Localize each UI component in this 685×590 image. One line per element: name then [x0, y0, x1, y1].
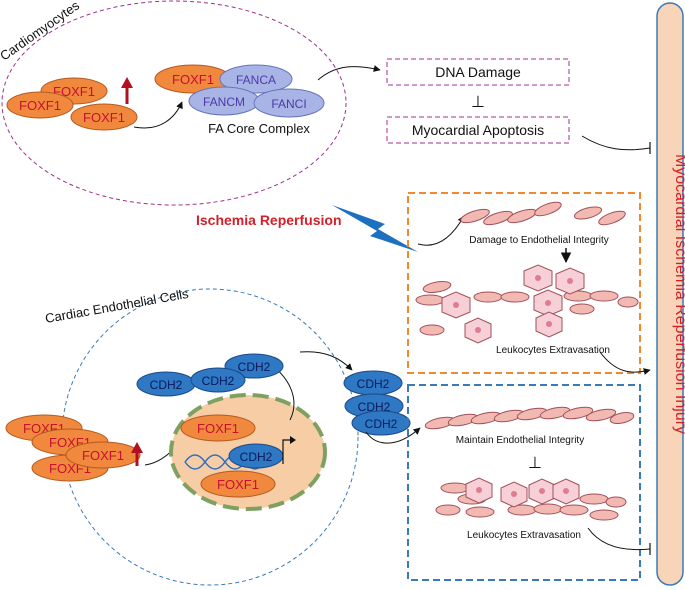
fa-foxf1-label: FOXF1 [172, 72, 214, 87]
top-outcomes: DNA Damage ⊥ Myocardial Apoptosis [386, 58, 651, 154]
fanci-label: FANCI [271, 97, 306, 111]
injury-extravasation-label: Leukocytes Extravasation [496, 345, 610, 356]
foxf1-label: FOXF1 [19, 98, 61, 113]
dna-damage-label: DNA Damage [435, 64, 521, 80]
injury-panel: Damage to Endothelial Integrity Leukocyt… [407, 192, 651, 375]
foxf1-label: FOXF1 [53, 84, 95, 99]
arrow-to-damage [417, 215, 465, 246]
injury-bar-label: Myocardial Ischemia Reperfusion Injury [672, 154, 685, 434]
ischemia-reperfusion: Ischemia Reperfusion [196, 205, 465, 252]
apoptosis-label: Myocardial Apoptosis [412, 122, 544, 138]
arrow-to-secreted-cdh2 [299, 351, 353, 371]
inhibit-to-injury-bottom [587, 527, 651, 551]
cdh2-label: CDH2 [357, 377, 390, 391]
fancm-label: FANCM [203, 95, 245, 109]
arrow-to-dna-damage [317, 65, 381, 81]
fanca-label: FANCA [236, 73, 276, 87]
nucleus-foxf1-bottom-label: FOXF1 [217, 477, 259, 492]
fa-core-complex-label: FA Core Complex [208, 121, 310, 136]
foxf1-cluster-endothelial: FOXF1 FOXF1 FOXF1 FOXF1 [5, 414, 141, 482]
arrow-to-injury-mid [599, 351, 651, 375]
endothelial-title: Cardiac Endothelial Cells [44, 286, 190, 326]
cdh2-label: CDH2 [202, 374, 235, 388]
protect-extravasation-label: Leukocytes Extravasation [467, 530, 581, 541]
secreted-cdh2-cluster: CDH2 CDH2 CDH2 [343, 370, 411, 436]
inhibit-to-injury-top [581, 135, 651, 151]
injury-bar: Myocardial Ischemia Reperfusion Injury [656, 2, 685, 586]
nucleus: FOXF1 CDH2 FOXF1 [169, 393, 327, 511]
cdh2-label: CDH2 [238, 360, 271, 374]
upregulation-arrow-icon [121, 77, 133, 104]
arrow-to-fa-complex [133, 101, 183, 129]
arrow-to-maintain [365, 427, 421, 444]
endothelial-region: Cardiac Endothelial Cells FOXF1 FOXF1 FO… [5, 286, 421, 586]
intact-endothelial-cells [424, 406, 635, 430]
nucleus-cdh2-label: CDH2 [240, 450, 273, 464]
foxf1-cluster-top: FOXF1 FOXF1 FOXF1 [6, 77, 138, 131]
cdh2-label: CDH2 [365, 417, 398, 431]
cdh2-label: CDH2 [358, 400, 391, 414]
fa-core-complex: FOXF1 FANCA FANCM FANCI FA Core Complex [154, 64, 325, 136]
lightning-bolt-icon [332, 205, 418, 252]
damaged-endothelial-cells [460, 201, 626, 226]
protect-panel: Maintain Endothelial Integrity ⊥ Leukocy… [407, 384, 651, 581]
ischemia-reperfusion-label: Ischemia Reperfusion [196, 212, 342, 228]
cardiomyocytes-region: Cardiomyocytes FOXF1 FOXF1 FOXF1 FOXF1 F… [0, 0, 381, 206]
transcription-start-icon [282, 439, 293, 464]
leukocyte-transmigration [415, 264, 639, 344]
inhibit-symbol-top: ⊥ [471, 94, 485, 111]
leukocytes-blocked [435, 477, 627, 521]
cytoplasm-cdh2-cluster: CDH2 CDH2 CDH2 [136, 353, 284, 397]
cardiomyocytes-title: Cardiomyocytes [0, 0, 82, 63]
maintain-label: Maintain Endothelial Integrity [456, 435, 584, 446]
foxf1-label: FOXF1 [83, 110, 125, 125]
damage-label: Damage to Endothelial Integrity [469, 235, 609, 246]
inhibit-symbol-bottom: ⊥ [528, 455, 542, 472]
cdh2-label: CDH2 [150, 378, 183, 392]
foxf1-label: FOXF1 [82, 448, 124, 463]
nucleus-foxf1-label: FOXF1 [197, 421, 239, 436]
upregulation-arrow-icon [131, 442, 143, 466]
